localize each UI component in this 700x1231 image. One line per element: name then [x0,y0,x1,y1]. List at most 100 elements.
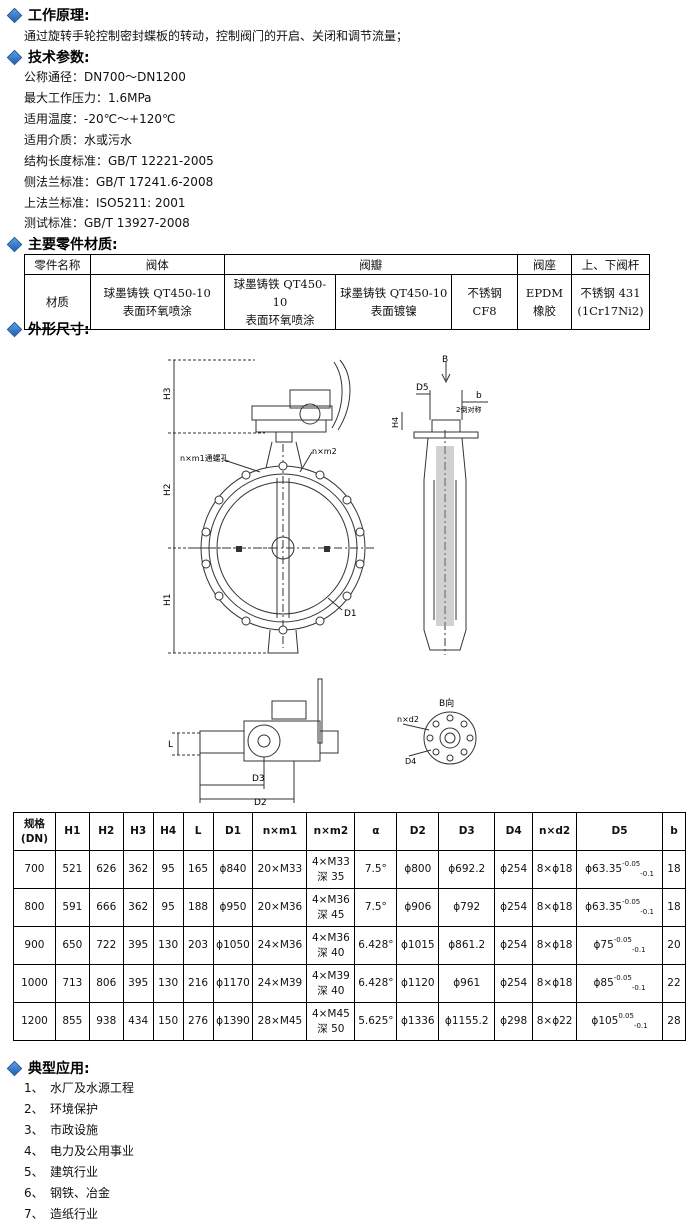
d5-value: ϕ85 [593,977,614,989]
table-header-cell: α [354,812,398,851]
table-cell: 521 [54,850,90,889]
valve-front-view-drawing: H3 H2 H1 n×m1通螺孔 n×m2 D1 [163,359,376,654]
cell-line: 不锈钢 [467,286,502,300]
table-header-cell: H1 [54,812,90,851]
table-header-cell: n×d2 [532,812,578,851]
item-text: 造纸行业 [50,1207,99,1221]
item-text: 钢铁、冶金 [50,1186,111,1200]
table-cell: 362 [122,850,154,889]
table-cell: 28 [661,1002,687,1041]
table-cell: ϕ254 [494,926,534,965]
table-header-cell: 阀座 [517,254,572,275]
table-cell: ϕ254 [494,888,534,927]
table-cell: 95 [152,850,184,889]
label-d1: D1 [344,609,357,619]
param-line: 测试标准：GB/T 13927-2008 [24,216,190,230]
cell-line: 深 50 [317,1022,345,1035]
table-header-cell: D3 [438,812,496,851]
d5-upper-tolerance: -0.05 [613,936,632,944]
label-nd2: n×d2 [397,715,419,724]
table-cell: ϕ254 [494,850,534,889]
label-h3: H3 [163,388,173,401]
cell-line: EPDM [525,286,564,300]
application-item: 4、电力及公用事业 [24,1141,134,1161]
cell-line: 表面环氧喷涂 [245,313,315,327]
header-line: 规格 [23,817,45,830]
table-cell: 8×ϕ18 [532,964,578,1003]
table-cell: 216 [182,964,214,1003]
table-cell: ϕ1170 [212,964,254,1003]
table-cell: 591 [54,888,90,927]
cell-line: 表面镀镍 [370,304,417,318]
table-header-cell: D5 [576,812,663,851]
table-cell: 434 [122,1002,154,1041]
cell-line: 橡胶 [532,304,556,318]
table-cell: 362 [122,888,154,927]
section-title: 主要零件材质: [28,237,118,253]
application-item: 1、水厂及水源工程 [24,1078,134,1098]
d5-upper-tolerance: -0.05 [622,860,641,868]
section-dimensions: 外形尺寸: [6,319,90,339]
table-header-row: 零件名称 阀体 阀瓣 阀座 上、下阀杆 [24,254,651,275]
param-line: 公称通径：DN700～DN1200 [24,70,186,84]
table-cell: 395 [122,964,154,1003]
d5-lower-tolerance: -0.1 [631,984,646,992]
table-cell: 95 [152,888,184,927]
table-cell: 276 [182,1002,214,1041]
table-cell: ϕ861.2 [438,926,496,965]
table-header-cell: H3 [122,812,154,851]
d5-lower-tolerance: -0.1 [640,870,654,878]
section-params: 技术参数: [6,47,90,67]
table-cell: 666 [88,888,124,927]
table-cell: 不锈钢 431 (1Cr17Ni2) [570,274,651,330]
table-cell-d5: ϕ63.35-0.05-0.1 [576,850,663,889]
table-cell: 855 [54,1002,90,1041]
d5-value: ϕ75 [593,939,614,951]
table-cell: 130 [152,926,184,965]
label-flats: 2倒对称 [456,405,481,414]
table-cell: 28×M45 [252,1002,308,1041]
cell-line: 球墨铸铁 QT450-10 [103,286,211,300]
application-item: 6、钢铁、冶金 [24,1183,110,1203]
table-cell: ϕ961 [438,964,496,1003]
cell-line: 不锈钢 431 [580,286,641,300]
table-cell: 18 [661,888,687,927]
cell-line: (1Cr17Ni2) [577,304,644,318]
cell-line: 表面环氧喷涂 [122,304,192,318]
table-header-cell: b [661,812,687,851]
bullet-diamond-icon [6,7,23,23]
item-number: 3、 [24,1123,44,1137]
table-cell: 18 [661,850,687,889]
cell-line: 4×M36 [311,931,350,944]
cell-line: 球墨铸铁 QT450-10 [233,277,327,309]
item-number: 7、 [24,1207,44,1221]
table-cell-d5: ϕ63.35-0.05-0.1 [576,888,663,927]
section-title: 外形尺寸: [28,322,90,338]
table-cell: 6.428° [354,964,398,1003]
section-title: 技术参数: [28,50,90,66]
table-cell: 806 [88,964,124,1003]
table-cell: ϕ298 [494,1002,534,1041]
label-d2: D2 [254,798,267,808]
table-cell: ϕ1120 [396,964,440,1003]
label-thread1: n×m1通螺孔 [180,453,229,463]
dimensions-table: 规格(DN) H1 H2 H3 H4 L D1 n×m1 n×m2 α D2 D… [13,812,687,1041]
table-cell: ϕ1336 [396,1002,440,1041]
table-header-cell: D4 [494,812,534,851]
section-title: 工作原理: [28,8,90,24]
table-cell: 150 [152,1002,184,1041]
param-line: 侧法兰标准：GB/T 17241.6-2008 [24,175,214,189]
label-h2: H2 [163,484,173,497]
table-cell: 球墨铸铁 QT450-10 表面环氧喷涂 [89,274,225,330]
